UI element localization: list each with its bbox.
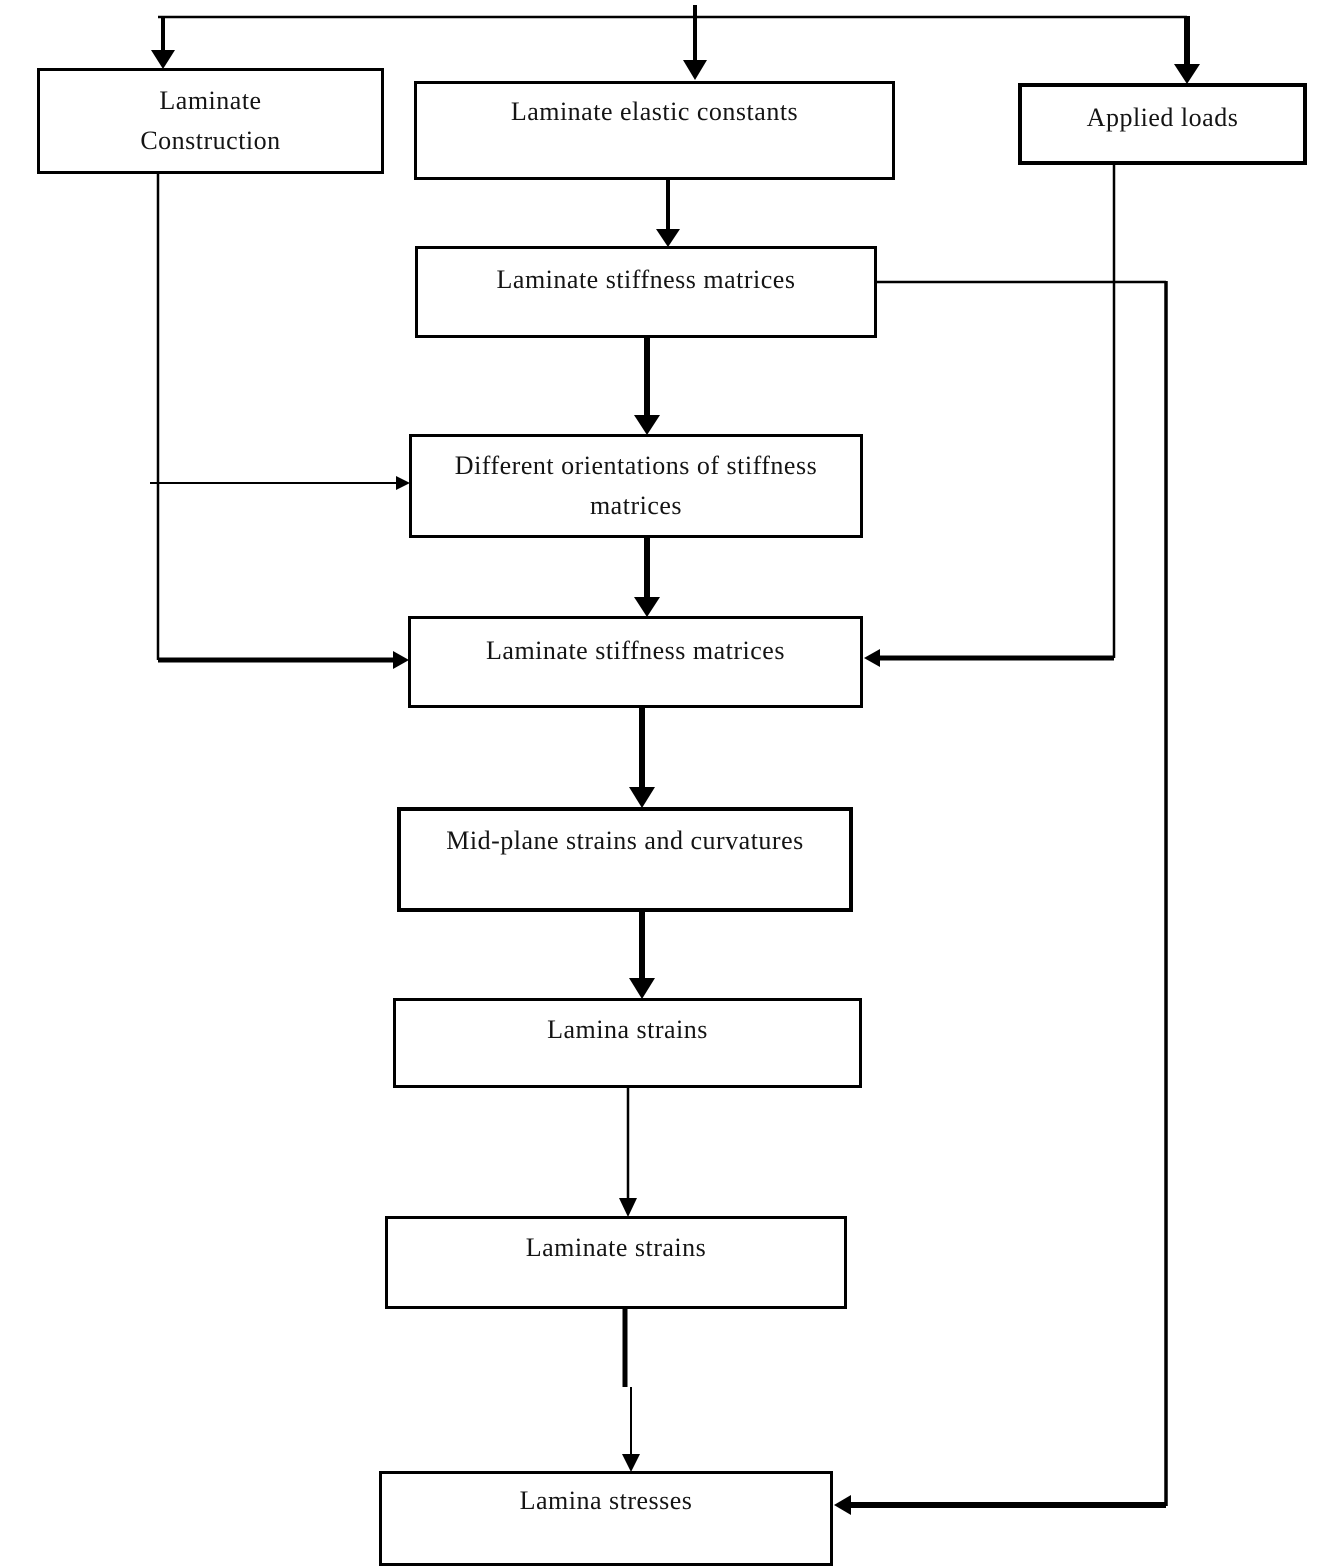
node-laminate-stiffness-matrices-2: Laminate stiffness matrices xyxy=(408,616,863,708)
node-label: Lamina stresses xyxy=(519,1486,693,1515)
node-label: Laminate stiffness matrices xyxy=(496,265,796,294)
edge-laminate-strains-to-lamina-stresses xyxy=(622,1309,640,1472)
node-lamina-stresses: Lamina stresses xyxy=(379,1471,833,1566)
edge-applied-loads-to-stiffness2 xyxy=(864,165,1116,667)
node-label: Laminate Construction xyxy=(140,86,281,155)
edge-stiffness1-to-lamina-stresses xyxy=(834,280,1168,1515)
edge-construction-to-stiffness2 xyxy=(158,651,409,669)
node-lamina-strains: Lamina strains xyxy=(393,998,862,1088)
node-mid-plane-strains-and-curvatures: Mid-plane strains and curvatures xyxy=(397,807,853,912)
node-laminate-construction: Laminate Construction xyxy=(37,68,384,174)
edge-stiffness1-to-orientations xyxy=(634,338,660,435)
node-different-orientations-of-stiffness-matrices: Different orientations of stiffness matr… xyxy=(409,434,863,538)
node-laminate-strains: Laminate strains xyxy=(385,1216,847,1309)
edge-stiffness2-to-midplane xyxy=(629,708,655,808)
edge-rail-to-elastic-constants xyxy=(683,5,707,80)
node-label: Applied loads xyxy=(1086,103,1239,132)
edge-construction-to-orientations xyxy=(150,476,410,490)
edge-rail-to-applied-loads xyxy=(1174,16,1200,84)
node-label: Laminate strains xyxy=(525,1233,707,1262)
node-laminate-elastic-constants: Laminate elastic constants xyxy=(414,81,895,180)
edge-rail-to-construction xyxy=(151,17,175,69)
node-laminate-stiffness-matrices-1: Laminate stiffness matrices xyxy=(415,246,877,338)
edge-lamina-strains-to-laminate-strains xyxy=(619,1088,637,1217)
node-label: Lamina strains xyxy=(547,1015,708,1044)
edge-midplane-to-lamina-strains xyxy=(629,912,655,999)
node-label: Mid-plane strains and curvatures xyxy=(446,826,804,855)
node-label: Laminate elastic constants xyxy=(510,97,799,126)
node-label: Different orientations of stiffness matr… xyxy=(454,451,818,520)
node-applied-loads: Applied loads xyxy=(1018,83,1307,165)
edge-orientations-to-stiffness2 xyxy=(634,538,660,617)
node-label: Laminate stiffness matrices xyxy=(486,636,785,665)
edge-elastic-to-stiffness1 xyxy=(656,180,680,247)
